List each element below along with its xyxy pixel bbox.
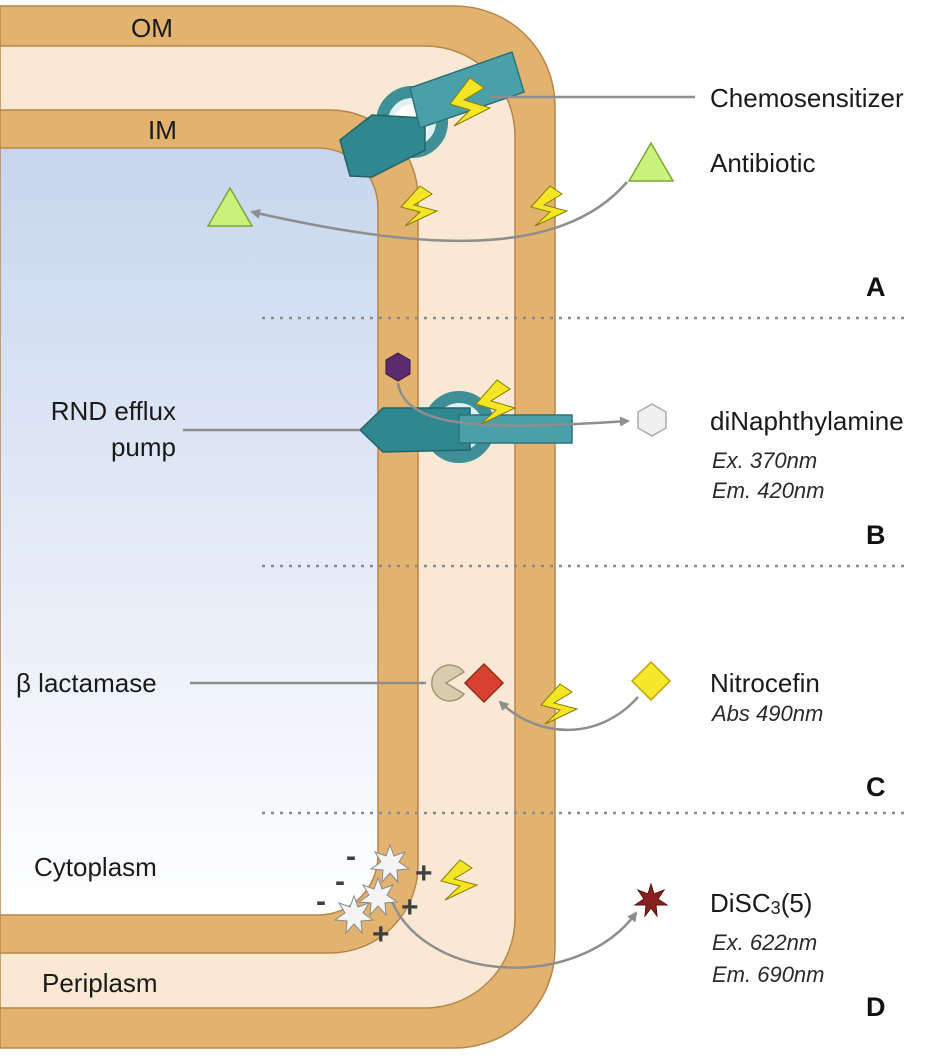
nitrocefin-uptake-arrow (498, 696, 639, 732)
positive-charge-sign: + (401, 891, 419, 924)
efflux-arrow (396, 382, 630, 427)
panel-label-c: C (866, 772, 886, 802)
disc3-5-molecule-icon (333, 894, 375, 935)
substrate-icon (385, 352, 411, 382)
negative-charge-sign: - (316, 885, 326, 918)
dinaphthylamine-emission: Em. 420nm (712, 478, 825, 503)
nitrocefin-label: Nitrocefin (710, 668, 820, 698)
negative-charge-sign: - (335, 865, 345, 898)
dinaphthylamine-excitation: Ex. 370nm (712, 448, 817, 473)
lightning-icon (400, 185, 439, 227)
cytoplasm-label: Cytoplasm (34, 852, 157, 882)
disc3-5-excitation: Ex. 622nm (712, 930, 817, 955)
lightning-icon (530, 185, 569, 227)
periplasm-label: Periplasm (42, 968, 158, 998)
dinaphthylamine-icon (637, 403, 667, 437)
antibiotic-icon (206, 186, 254, 227)
disc3-5-dye-icon (633, 882, 669, 918)
panel-label-d: D (866, 992, 886, 1022)
lightning-icon (440, 859, 479, 901)
nitrocefin-absorbance: Abs 490nm (710, 701, 823, 726)
antibiotic-label: Antibiotic (710, 148, 816, 178)
hydrolyzed-nitrocefin-icon (463, 662, 505, 704)
im-label: IM (148, 115, 177, 145)
antibiotic-icon (627, 141, 675, 182)
antibiotic-uptake-arrow (250, 181, 628, 243)
positive-charge-sign: + (372, 918, 390, 951)
dinaphthylamine-label: diNaphthylamine (710, 406, 904, 436)
om-label: OM (131, 13, 173, 43)
disc3-5-label: DiSC3(5) (710, 888, 812, 918)
rnd-efflux-pump-label: RND efflux (51, 396, 176, 426)
nitrocefin-icon (630, 660, 672, 702)
panel-label-b: B (866, 520, 886, 550)
panel-label-a: A (866, 272, 886, 302)
disc3-5-emission: Em. 690nm (712, 962, 825, 987)
disc3-5-molecule-icon (357, 876, 399, 917)
negative-charge-sign: - (346, 840, 356, 873)
beta-lactamase-label: β lactamase (16, 668, 157, 698)
cytoplasm-region (0, 147, 379, 916)
efflux-pump-middle (358, 391, 573, 463)
positive-charge-sign: + (415, 857, 433, 890)
chemosensitizer-label: Chemosensitizer (710, 83, 904, 113)
beta-lactamase-icon (431, 664, 466, 702)
lightning-icon (449, 77, 492, 127)
disc3-5-molecule-icon (369, 843, 411, 884)
disc3-5-release-arrow (390, 901, 638, 969)
lightning-icon (475, 379, 517, 425)
rnd-efflux-pump-label: pump (111, 432, 176, 462)
lightning-icon (540, 683, 579, 725)
